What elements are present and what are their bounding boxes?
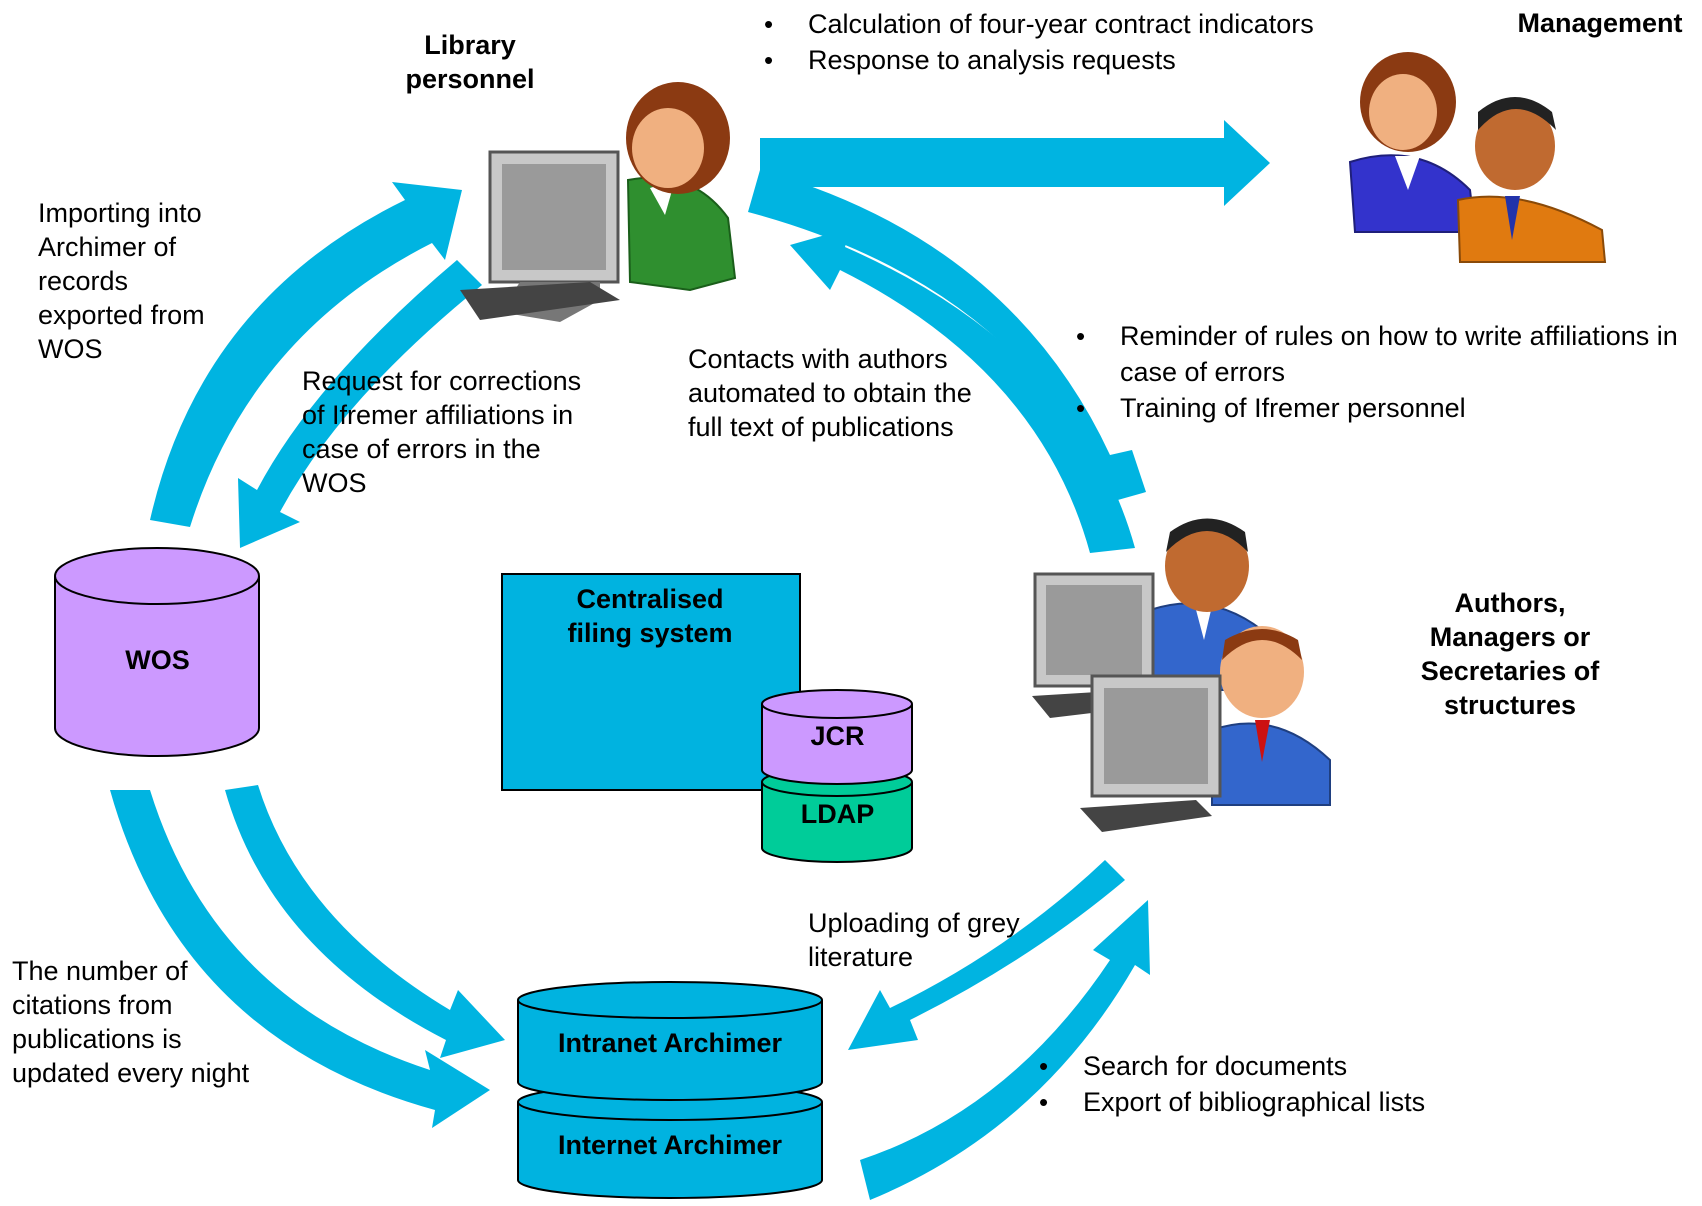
contacts-authors-note: Contacts with authors automated to obtai…: [688, 344, 972, 442]
arrow-authors-to-library: [790, 228, 1135, 553]
library-personnel-label: Library personnel: [405, 30, 535, 94]
internet-archimer-label: Internet Archimer: [557, 1130, 783, 1160]
list-item: Export of bibliographical lists: [1039, 1084, 1603, 1120]
authors-people-at-computers-icon: [1032, 518, 1331, 832]
intranet-archimer-label: Intranet Archimer: [557, 1028, 783, 1058]
authors-managers-label: Authors, Managers or Secretaries of stru…: [1420, 588, 1600, 720]
uploading-note: Uploading of grey literature: [808, 908, 1020, 972]
jcr-label: JCR: [810, 721, 865, 751]
search-bullets: Search for documents Export of bibliogra…: [1039, 1048, 1603, 1120]
arrow-wos-to-internet: [225, 785, 505, 1058]
management-people-icon: [1348, 52, 1607, 263]
ldap-label: LDAP: [800, 799, 875, 829]
arrow-wos-to-intranet: [110, 790, 490, 1128]
arrow-authors-to-intranet: [848, 860, 1125, 1050]
arrow-wos-to-library: [150, 182, 462, 527]
wos-label: WOS: [125, 645, 190, 675]
arrow-internet-to-authors: [860, 900, 1150, 1200]
reminder-bullets: Reminder of rules on how to write affili…: [1076, 318, 1680, 426]
list-item: Reminder of rules on how to write affili…: [1076, 318, 1680, 390]
arrow-library-to-authors: [748, 170, 1146, 505]
request-corrections-note: Request for corrections of Ifremer affil…: [302, 366, 582, 498]
arrow-library-to-wos: [238, 260, 482, 548]
list-item: Training of Ifremer personnel: [1076, 390, 1680, 426]
list-item: Calculation of four-year contract indica…: [764, 6, 1408, 42]
library-person-at-computer-icon: [460, 82, 737, 322]
management-label: Management: [1517, 8, 1683, 38]
citations-note: The number of citations from publication…: [12, 956, 250, 1088]
internet-archimer-cylinder: [517, 1083, 823, 1199]
centralised-filing-system-label: Centralised filing system: [567, 584, 733, 648]
importing-note: Importing into Archimer of records expor…: [38, 198, 205, 364]
centralised-filing-system-box: [501, 573, 801, 791]
list-item: Response to analysis requests: [764, 42, 1408, 78]
list-item: Search for documents: [1039, 1048, 1603, 1084]
intranet-archimer-cylinder: [517, 981, 823, 1101]
jcr-cylinder: [761, 689, 913, 785]
wos-cylinder: [54, 547, 260, 757]
arrow-library-to-management: [760, 120, 1270, 206]
management-bullets: Calculation of four-year contract indica…: [764, 6, 1408, 78]
